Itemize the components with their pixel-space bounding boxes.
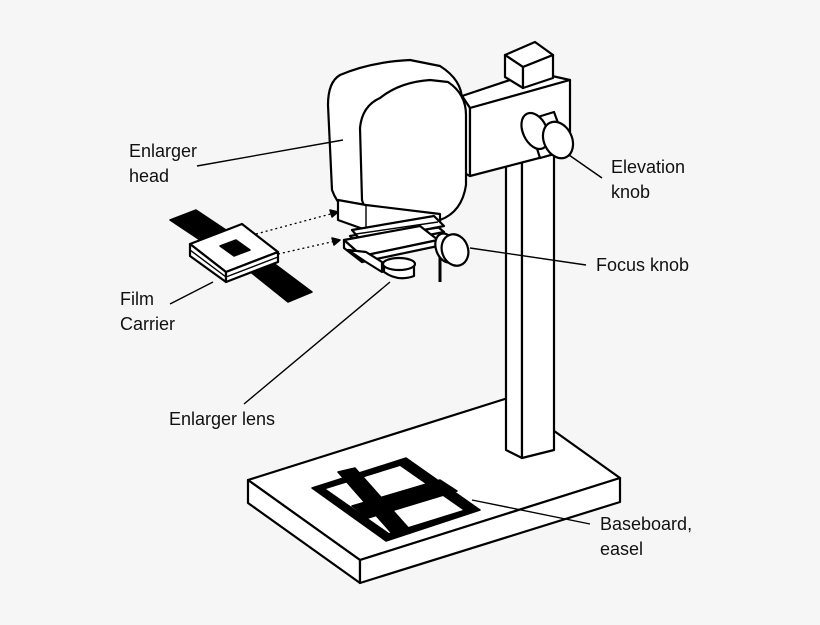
insertion-arrow-lower: [331, 237, 341, 246]
label-focus-knob: Focus knob: [596, 253, 689, 278]
leader-film-carrier: [169, 281, 214, 305]
easel: [311, 457, 481, 542]
insertion-line-upper: [255, 211, 339, 235]
label-elevation-knob-line2: knob: [611, 182, 651, 202]
label-baseboard: Baseboard, easel: [600, 512, 692, 562]
insertion-arrow-upper: [329, 209, 339, 218]
label-baseboard-line2: easel: [600, 539, 644, 559]
label-film-carrier: Film Carrier: [120, 287, 175, 337]
lens-shape: [381, 256, 417, 280]
label-enlarger-head-line2: head: [129, 166, 170, 186]
enlarger-head-shape: [326, 58, 468, 228]
label-focus-knob-text: Focus knob: [596, 255, 690, 275]
insertion-line-lower: [277, 239, 341, 255]
top-block: [503, 40, 555, 90]
label-enlarger-head-line1: Enlarger: [129, 141, 198, 161]
label-baseboard-line1: Baseboard,: [600, 514, 693, 534]
label-elevation-knob: Elevation knob: [611, 155, 685, 205]
film-carrier-shape: [169, 209, 313, 303]
label-enlarger-lens-text: Enlarger lens: [169, 409, 276, 429]
lens-board: [342, 224, 440, 274]
leader-enlarger-head: [196, 139, 344, 167]
label-film-carrier-line2: Carrier: [120, 314, 176, 334]
label-film-carrier-line1: Film: [120, 289, 154, 309]
leader-enlarger-lens: [243, 281, 391, 405]
leader-elevation-knob: [568, 154, 603, 179]
leader-baseboard: [471, 499, 591, 525]
column: [504, 131, 556, 460]
label-enlarger-lens: Enlarger lens: [169, 407, 275, 432]
elevation-knob-shape: [520, 110, 575, 160]
label-elevation-knob-line1: Elevation: [611, 157, 686, 177]
leader-focus-knob: [469, 247, 587, 266]
label-enlarger-head: Enlarger head: [129, 139, 197, 189]
focus-knob-shape: [434, 232, 470, 282]
